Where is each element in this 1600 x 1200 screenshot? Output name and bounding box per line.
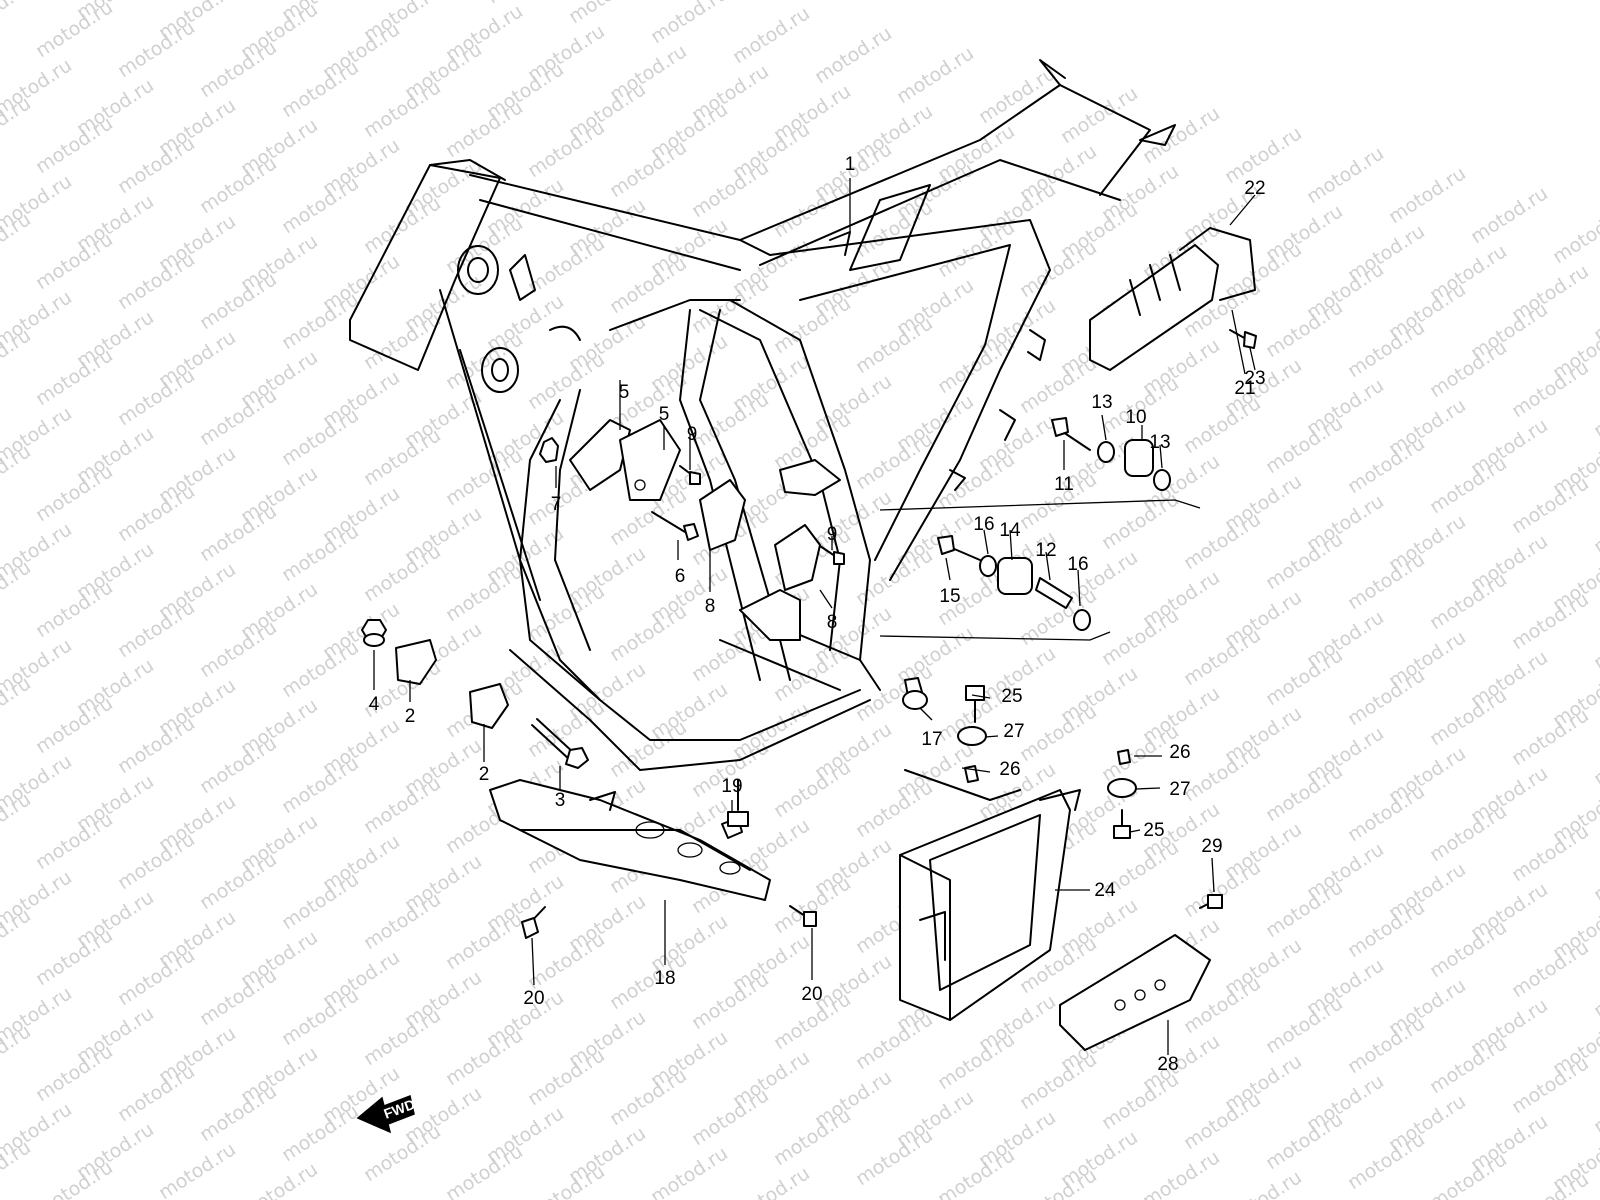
watermark-text: motod.ru xyxy=(1508,1168,1593,1200)
callout-label-c5b: 5 xyxy=(659,404,670,425)
watermark-text: motod.ru xyxy=(1139,1146,1224,1200)
watermark-text: motod.ru xyxy=(1590,1072,1600,1138)
watermark-text: motod.ru xyxy=(1385,162,1470,228)
watermark-text: motod.ru xyxy=(1467,182,1552,248)
watermark-text: motod.ru xyxy=(811,22,896,88)
watermark-text: motod.ru xyxy=(483,0,568,8)
callout-label-c4: 4 xyxy=(369,694,380,715)
watermark-text: motod.ru xyxy=(647,0,732,48)
callout-label-c11: 11 xyxy=(1054,474,1074,495)
callout-label-c8a: 8 xyxy=(705,596,716,617)
callout-label-c29: 29 xyxy=(1201,836,1222,857)
watermark-text: motod.ru xyxy=(1590,956,1600,1022)
small-fasteners-left xyxy=(361,437,845,769)
watermark-text: motod.ru xyxy=(0,0,35,42)
watermark-text: motod.ru xyxy=(1549,202,1600,268)
callout-label-c25a: 25 xyxy=(1001,686,1022,707)
watermark-text: motod.ru xyxy=(1303,142,1388,208)
callout-label-c17: 17 xyxy=(921,729,942,750)
watermark-text: motod.ru xyxy=(975,62,1060,128)
watermark-text: motod.ru xyxy=(524,1160,609,1200)
callout-label-c10: 10 xyxy=(1125,407,1146,428)
callout-label-c6: 6 xyxy=(675,566,686,587)
callout-label-c5a: 5 xyxy=(619,382,630,403)
leader-lines xyxy=(373,178,1256,1055)
callout-label-c20a: 20 xyxy=(523,988,544,1009)
callout-label-c3: 3 xyxy=(555,790,566,811)
callout-label-c2b: 2 xyxy=(479,764,490,785)
callout-label-c13b: 13 xyxy=(1149,432,1170,453)
callout-label-c27a: 27 xyxy=(1003,721,1024,742)
watermark-text: motod.ru xyxy=(729,1162,814,1200)
callout-label-c9b: 9 xyxy=(827,524,838,545)
callout-label-c12: 12 xyxy=(1035,540,1056,561)
watermark-text: motod.ru xyxy=(237,1158,322,1200)
watermark-text: motod.ru xyxy=(1590,376,1600,442)
watermark-text: motod.ru xyxy=(1221,1166,1306,1200)
callout-label-c7: 7 xyxy=(551,494,562,515)
callout-label-c16b: 16 xyxy=(1067,554,1088,575)
callout-label-c23: 23 xyxy=(1244,368,1265,389)
callout-label-c24: 24 xyxy=(1094,880,1116,901)
rubber-mount-group-lower xyxy=(879,535,1111,641)
callout-label-c22: 22 xyxy=(1244,178,1265,199)
watermark-text: motod.ru xyxy=(1590,608,1600,674)
watermark-text: motod.ru xyxy=(1590,724,1600,790)
callout-label-c15: 15 xyxy=(939,586,960,607)
callout-label-c18: 18 xyxy=(654,968,675,989)
callout-label-c20b: 20 xyxy=(801,984,822,1005)
callout-label-c19: 19 xyxy=(721,776,742,797)
callout-label-c16a: 16 xyxy=(973,514,994,535)
tool-box xyxy=(1089,227,1257,371)
ecu-holder xyxy=(727,677,1223,1051)
engine-mount-plates xyxy=(569,419,841,641)
watermark-text: motod.ru xyxy=(155,1138,240,1200)
callout-label-c27b: 27 xyxy=(1169,779,1190,800)
callout-label-c8b: 8 xyxy=(827,612,838,633)
callout-label-c26a: 26 xyxy=(999,759,1020,780)
watermark-text: motod.ru xyxy=(1590,840,1600,906)
watermark-text: motod.ru xyxy=(565,0,650,28)
watermark-text: motod.ru xyxy=(647,1142,732,1200)
rubber-mount-group-upper xyxy=(879,417,1201,511)
callout-label-c28: 28 xyxy=(1157,1054,1178,1075)
callout-label-c9a: 9 xyxy=(687,424,698,445)
watermark-text: motod.ru xyxy=(32,1156,117,1200)
callout-label-c25b: 25 xyxy=(1143,820,1164,841)
frame-drawing: FWD xyxy=(349,59,1257,1134)
callout-label-c13a: 13 xyxy=(1091,392,1112,413)
watermark-text: motod.ru xyxy=(893,42,978,108)
callout-label-c1: 1 xyxy=(845,154,856,175)
watermark-text: motod.ru xyxy=(1016,1164,1101,1200)
callout-label-c2a: 2 xyxy=(405,706,416,727)
callout-label-c26b: 26 xyxy=(1169,742,1190,763)
watermark-text: motod.ru xyxy=(729,2,814,68)
watermark-text: motod.ru xyxy=(1590,492,1600,558)
watermark-text: motod.ru xyxy=(1057,82,1142,148)
callout-label-c14: 14 xyxy=(999,520,1021,541)
callout-label-c21: 21 xyxy=(1234,378,1255,399)
